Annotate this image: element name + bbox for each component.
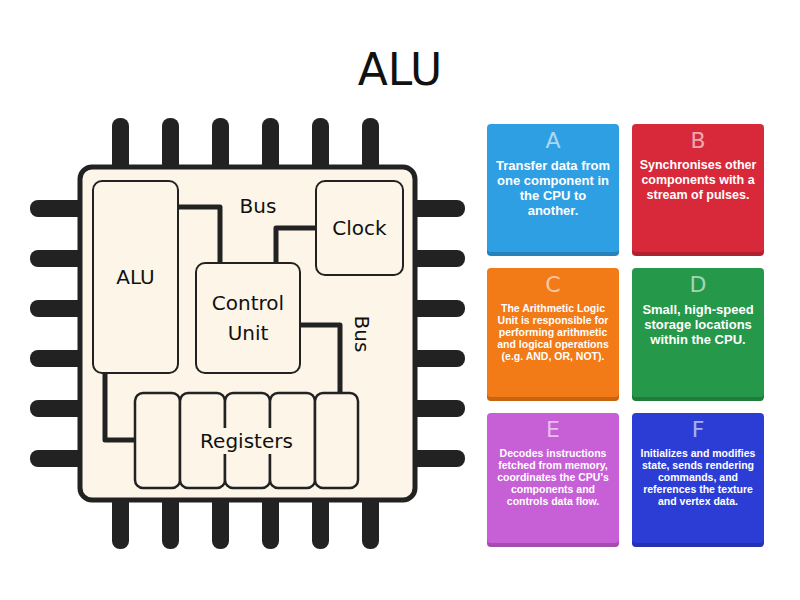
clock-box: Clock	[315, 180, 404, 276]
card-description: Decodes instructions fetched from memory…	[494, 447, 612, 507]
register-cell	[315, 393, 358, 488]
component-label: Clock	[332, 213, 386, 243]
card-description: Transfer data from one component in the …	[494, 158, 612, 218]
bus-wire	[105, 374, 135, 440]
control-unit-box: Control Unit	[195, 262, 301, 374]
bus-label: Bus	[350, 312, 374, 356]
card-description: Initializes and modifies state, sends re…	[639, 447, 757, 507]
definition-card: F Initializes and modifies state, sends r…	[632, 413, 764, 547]
diagram-title: ALU	[250, 40, 550, 100]
chip-body	[80, 167, 415, 500]
definition-card: A Transfer data from one component in the…	[487, 124, 619, 256]
card-description: Small, high-speed storage locations with…	[639, 302, 757, 347]
card-letter: E	[546, 417, 560, 443]
card-description: Synchronises other components with a str…	[639, 158, 757, 203]
card-letter: C	[545, 272, 560, 298]
card-letter: B	[690, 128, 705, 154]
alu-box: ALU	[92, 180, 179, 374]
definition-card: B Synchronises other components with a st…	[632, 124, 764, 256]
definition-card: C The Arithmetic Logic Unit is responsibl…	[487, 268, 619, 401]
definition-card: E Decodes instructions fetched from memor…	[487, 413, 619, 547]
register-cells	[135, 393, 358, 488]
chip-pins	[30, 118, 465, 549]
component-label: Control Unit	[201, 288, 295, 348]
bus-wire	[276, 228, 315, 262]
bus-wire	[179, 207, 220, 262]
component-label: Registers	[197, 428, 296, 454]
register-cell	[135, 393, 180, 488]
registers-block: Registers	[135, 393, 358, 488]
definition-card: D Small, high-speed storage locations wit…	[632, 268, 764, 401]
card-description: The Arithmetic Logic Unit is responsible…	[494, 302, 612, 362]
bus-label: Bus	[236, 194, 280, 218]
component-label: ALU	[116, 262, 154, 292]
bus-wire	[301, 325, 340, 393]
card-letter: A	[545, 128, 560, 154]
card-letter: D	[690, 272, 707, 298]
card-letter: F	[692, 417, 705, 443]
